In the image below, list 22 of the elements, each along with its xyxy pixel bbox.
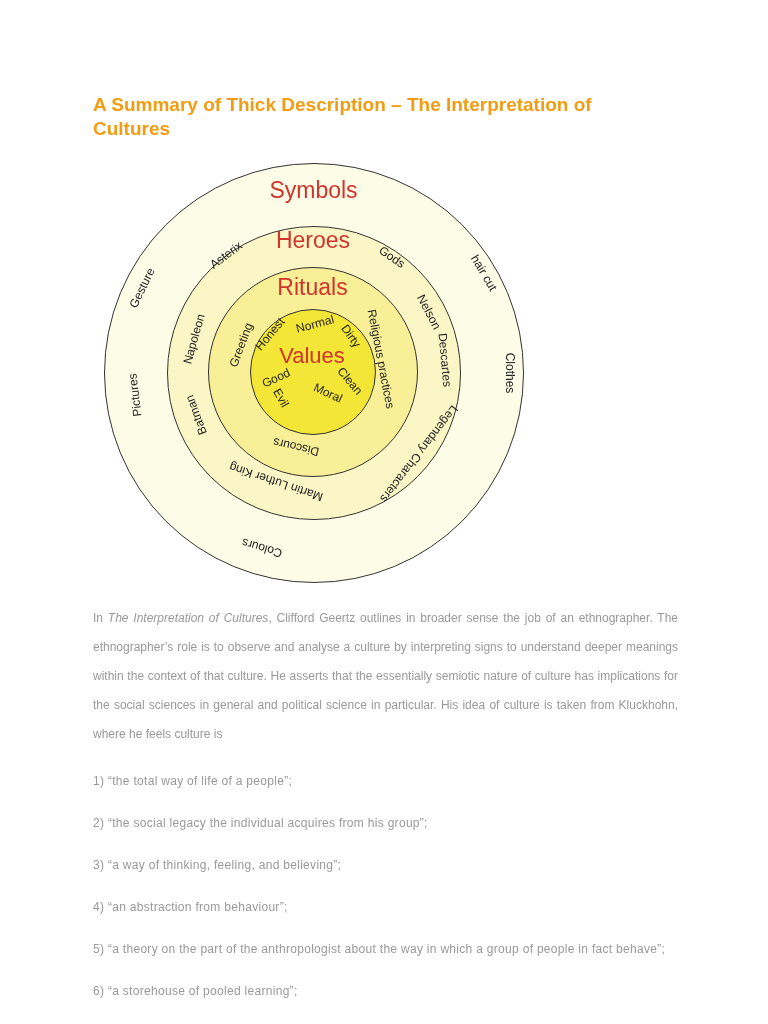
- ring-word: Colours: [239, 535, 284, 560]
- ring-word: Religious practices: [365, 307, 396, 410]
- page-title: A Summary of Thick Description – The Interpretation of Cultures: [93, 93, 593, 141]
- quote-item: 4) “an abstraction from behaviour”;: [93, 899, 289, 916]
- ring-word: Evil: [270, 386, 292, 410]
- ring-word: Martin Luther King: [227, 460, 325, 504]
- body-paragraph: In The Interpretation of Cultures, Clifford Geertz outlines in broader sense the job of an ethnographer. The ethnographer’s role is to observe and analyse a culture by interpreting signs to understand deeper meanings within the context of that culture. He asserts that the essentially semiotic nature of culture has implications for the social sciences in general and political science in particular. His idea of culture is taken from Kluckhohn, where he feels culture is: [93, 610, 678, 743]
- ring-word: Batman: [183, 393, 209, 437]
- ring-word: Clothes: [503, 352, 516, 393]
- ring-word: hair cut: [468, 252, 499, 293]
- ring-heading: Symbols: [269, 178, 358, 201]
- quote-item: 6) “a storehouse of pooled learning”;: [93, 983, 299, 1000]
- ring-heading: Rituals: [277, 275, 348, 298]
- ring-word: Normal: [294, 313, 336, 335]
- quote-item: 5) “a theory on the part of the anthropologist about the way in which a group of people in fact behave”;: [93, 941, 667, 958]
- ring-heading: Heroes: [275, 228, 351, 252]
- ring-word: Descartes: [436, 332, 454, 388]
- ring-word: Pictures: [125, 372, 144, 417]
- ring-word: Discours: [271, 435, 320, 458]
- quote-item: 2) “the social legacy the individual acquires from his group”;: [93, 815, 429, 832]
- quote-item: 3) “a way of thinking, feeling, and believing”;: [93, 857, 343, 874]
- quote-item: 1) “the total way of life of a people”;: [93, 773, 294, 790]
